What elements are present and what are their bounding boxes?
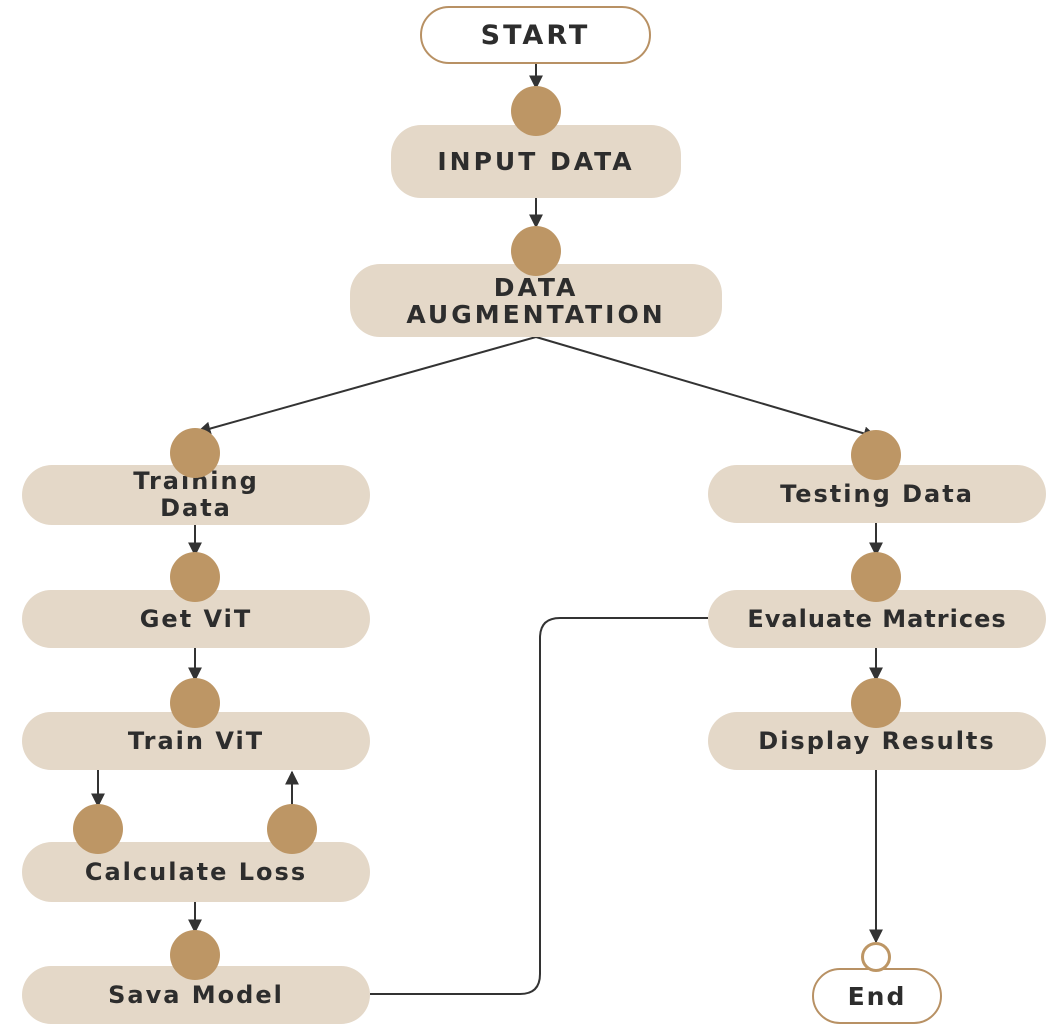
input-data-node: INPUT DATA [391, 125, 681, 198]
calculate-loss-label: Calculate Loss [84, 857, 308, 886]
dot-testing-data [851, 430, 901, 480]
calculate-loss-node: Calculate Loss [22, 842, 370, 902]
train-vit-label: Train ViT [127, 726, 265, 755]
dot-calculate-loss-left [73, 804, 123, 854]
connector-save-to-evaluate [370, 617, 708, 995]
data-augmentation-label-line2: AUGMENTATION [406, 299, 666, 329]
dot-end [861, 942, 891, 972]
input-data-label: INPUT DATA [437, 147, 635, 176]
training-data-label-line2: Data [160, 494, 232, 522]
dot-training-data [170, 428, 220, 478]
end-label: End [847, 981, 907, 1011]
dot-calculate-loss-right [267, 804, 317, 854]
dot-data-augmentation [511, 226, 561, 276]
end-node: End [812, 968, 942, 1024]
evaluate-matrices-label: Evaluate Matrices [747, 604, 1007, 633]
save-model-label: Sava Model [108, 980, 284, 1009]
start-node: START [420, 6, 651, 64]
dot-train-vit [170, 678, 220, 728]
data-augmentation-node: DATA AUGMENTATION [350, 264, 722, 337]
train-vit-node: Train ViT [22, 712, 370, 770]
dot-input-data [511, 86, 561, 136]
dot-evaluate-matrices [851, 552, 901, 602]
start-label: START [480, 19, 591, 51]
dot-get-vit [170, 552, 220, 602]
evaluate-matrices-node: Evaluate Matrices [708, 590, 1046, 648]
data-augmentation-label-line1: DATA [493, 272, 579, 302]
dot-display-results [851, 678, 901, 728]
arrow-augmentation-to-testing [535, 336, 878, 441]
dot-save-model [170, 930, 220, 980]
get-vit-label: Get ViT [139, 604, 253, 633]
save-model-node: Sava Model [22, 966, 370, 1024]
testing-data-label: Testing Data [780, 479, 974, 508]
display-results-label: Display Results [758, 726, 996, 755]
arrow-augmentation-to-training [196, 336, 537, 436]
